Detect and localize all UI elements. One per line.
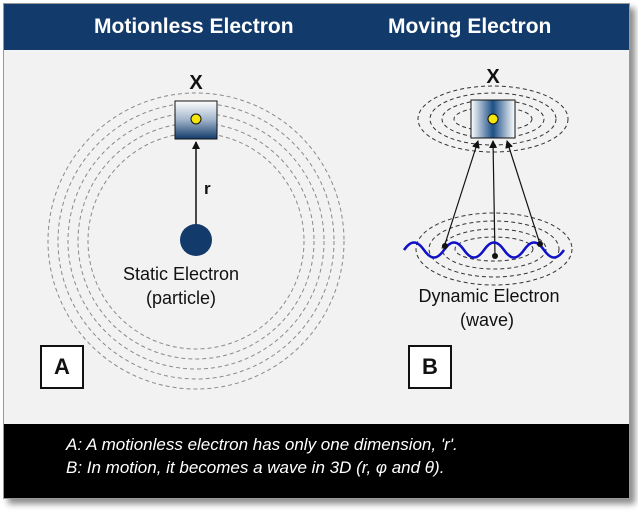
panel-label-b: B [408, 345, 452, 389]
static-electron-caption-line2: (particle) [146, 288, 216, 308]
dynamic-electron-caption-line2: (wave) [460, 310, 514, 330]
target-label-a: X [189, 72, 203, 94]
target-label-b: X [486, 66, 500, 88]
caption-line-b: B: In motion, it becomes a wave in 3D (r… [66, 458, 445, 477]
dynamic-electron-caption-line1: Dynamic Electron [418, 286, 559, 306]
r-label: r [204, 179, 211, 198]
panel-label-a: A [40, 345, 84, 389]
static-electron [180, 224, 212, 256]
static-electron-caption-line1: Static Electron [123, 264, 239, 284]
figure-frame: Motionless Electron Moving Electron [3, 3, 630, 499]
header-bar: Motionless Electron Moving Electron [4, 4, 629, 50]
caption-footer: A: A motionless electron has only one di… [4, 424, 629, 498]
target-point-a [190, 113, 202, 125]
caption-line-a: A: A motionless electron has only one di… [66, 435, 458, 454]
title-moving-electron: Moving Electron [388, 15, 552, 38]
target-box-b [470, 99, 516, 139]
wave-to-target-arrows [444, 140, 541, 257]
electron-diagram: X r Static Electron (particle) X [47, 66, 573, 390]
title-motionless-electron: Motionless Electron [94, 15, 294, 38]
target-point-b [487, 113, 499, 125]
wave-sample-points [442, 241, 543, 259]
